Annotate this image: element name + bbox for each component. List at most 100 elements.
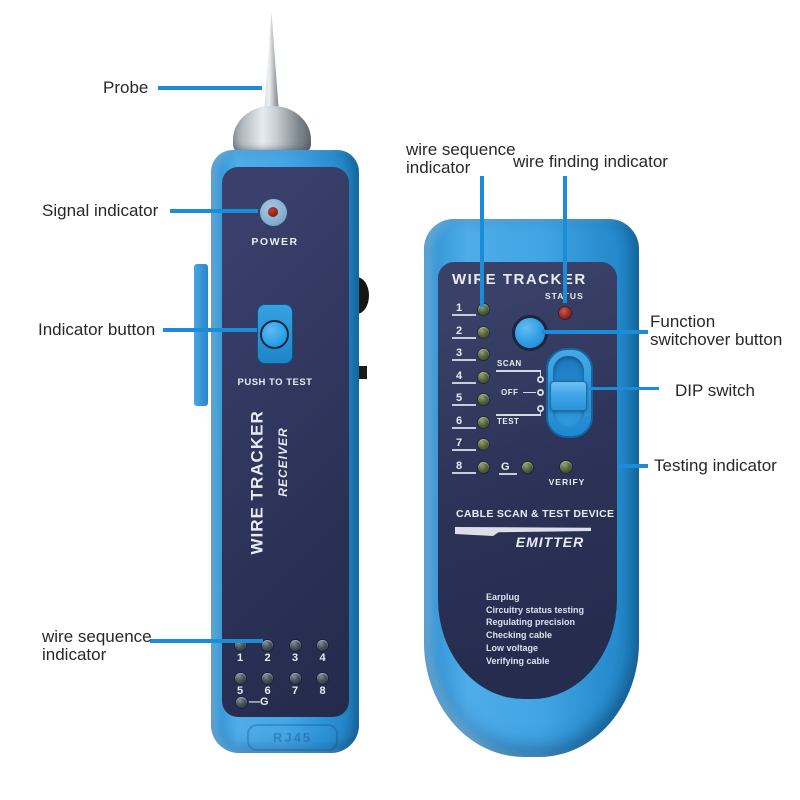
probe-label: Probe — [103, 78, 149, 97]
emitter-led-1 — [478, 303, 489, 315]
emitter-num-6: 6 — [455, 415, 463, 427]
receiver-led-2 — [262, 639, 273, 651]
power-led-core — [268, 207, 278, 217]
emitter-ground-label: G — [501, 461, 510, 473]
emitter-num-8-underline — [452, 472, 476, 474]
emitter-num-8: 8 — [455, 460, 463, 472]
emitter-num-6-underline — [452, 427, 476, 429]
rj45-port-marking: RJ45 — [247, 724, 338, 751]
decorative-stripe — [455, 527, 591, 536]
test-position-dot — [537, 405, 544, 412]
off-dash-line — [523, 391, 536, 394]
receiver-belt-clip — [194, 264, 208, 406]
mode-off-label: OFF — [501, 388, 519, 397]
emitter-num-5-underline — [452, 404, 476, 406]
receiver-num-2: 2 — [264, 652, 271, 664]
mode-test-label: TEST — [497, 417, 520, 426]
emitter-ground-led — [521, 461, 533, 473]
probe-tip — [264, 12, 279, 114]
dip-switch-leader-line — [589, 386, 659, 390]
power-label: POWER — [251, 236, 299, 248]
wire-finding-leader-line — [563, 176, 567, 303]
receiver-led-4 — [317, 639, 328, 651]
testing-indicator-label: Testing indicator — [654, 456, 777, 475]
wire-sequence-left-leader-line — [150, 639, 263, 643]
test-bracket-line — [496, 414, 541, 416]
receiver-num-5: 5 — [236, 685, 244, 697]
function-switchover-leader-line — [542, 330, 648, 334]
emitter-led-3 — [478, 348, 489, 360]
receiver-num-6: 6 — [264, 685, 271, 697]
receiver-brand-vertical-text: WIRE TRACKER — [247, 410, 267, 555]
emitter-num-7-underline — [452, 449, 476, 451]
emitter-num-5: 5 — [455, 392, 463, 404]
dip-switch-label: DIP switch — [675, 381, 755, 400]
verify-label: VERIFY — [548, 477, 586, 487]
emitter-led-6 — [478, 416, 489, 428]
receiver-led-1 — [234, 639, 246, 651]
wire-sequence-top-label-line1: wire sequence — [406, 140, 516, 159]
emitter-num-2-underline — [452, 337, 476, 339]
emitter-num-3-underline — [452, 359, 476, 361]
emitter-num-1-underline — [452, 314, 476, 316]
signal-indicator-leader-line — [170, 209, 258, 213]
emitter-led-5 — [478, 393, 489, 405]
wire-finding-status-led — [559, 307, 571, 319]
receiver-num-7: 7 — [291, 685, 299, 697]
verify-testing-led — [560, 461, 572, 473]
wire-sequence-left-label-line2: indicator — [42, 644, 107, 664]
function-switchover-label-line2: switchover button — [650, 329, 783, 349]
probe-leader-line — [158, 86, 262, 90]
emitter-num-2: 2 — [455, 325, 463, 337]
off-position-dot — [537, 388, 544, 396]
signal-indicator-label: Signal indicator — [42, 201, 159, 220]
emitter-num-7: 7 — [455, 437, 463, 449]
scan-position-dot — [537, 375, 544, 383]
emitter-led-4 — [478, 371, 489, 383]
testing-indicator-leader-line — [619, 464, 648, 468]
receiver-num-4: 4 — [319, 652, 326, 664]
push-to-test-label: PUSH TO TEST — [237, 377, 313, 388]
indicator-button-label: Indicator button — [38, 320, 156, 339]
scan-bracket-line — [496, 370, 541, 372]
receiver-num-3: 3 — [291, 652, 299, 664]
receiver-ground-label: —G — [249, 696, 269, 708]
receiver-led-8 — [317, 672, 328, 684]
wire-sequence-top-label-line2: indicator — [406, 157, 471, 177]
emitter-num-3: 3 — [455, 347, 463, 359]
receiver-front-panel — [222, 167, 349, 717]
emitter-led-7 — [478, 438, 489, 450]
feature-voltage: Low voltage — [486, 642, 539, 653]
indicator-button — [260, 320, 289, 349]
emitter-title: WIRE TRACKER — [452, 271, 587, 288]
wire-sequence-left-label-line1: wire sequence — [42, 627, 152, 646]
receiver-led-6 — [262, 672, 273, 684]
emitter-led-2 — [478, 326, 489, 338]
emitter-num-4: 4 — [455, 370, 463, 382]
device-type-label: CABLE SCAN & TEST DEVICE — [456, 508, 615, 520]
wire-finding-indicator-label: wire finding indicator — [513, 152, 668, 171]
receiver-ground-led — [235, 696, 247, 708]
emitter-role-label: EMITTER — [515, 534, 585, 550]
feature-precision: Regulating precision — [486, 617, 576, 628]
receiver-num-1: 1 — [236, 652, 244, 664]
emitter-num-1: 1 — [455, 302, 463, 314]
power-signal-indicator-led — [260, 199, 287, 226]
feature-earplug: Earplug — [486, 592, 520, 602]
emitter-ground-underline — [499, 473, 517, 475]
emitter-num-4-underline — [452, 382, 476, 384]
test-bracket-rise — [539, 411, 542, 415]
receiver-role-vertical-text: RECEIVER — [276, 427, 290, 497]
feature-verifying: Verifying cable — [486, 655, 550, 666]
probe-metal-base — [233, 106, 311, 154]
wire-sequence-top-leader-line — [480, 176, 484, 307]
dip-switch-slider — [550, 381, 587, 411]
feature-checking: Checking cable — [486, 630, 553, 641]
receiver-led-5 — [234, 672, 246, 684]
feature-circuitry: Circuitry status testing — [486, 604, 585, 615]
scan-bracket-drop — [539, 370, 542, 377]
mode-scan-label: SCAN — [497, 359, 522, 368]
receiver-led-3 — [289, 639, 301, 651]
indicator-button-leader-line — [163, 328, 257, 332]
